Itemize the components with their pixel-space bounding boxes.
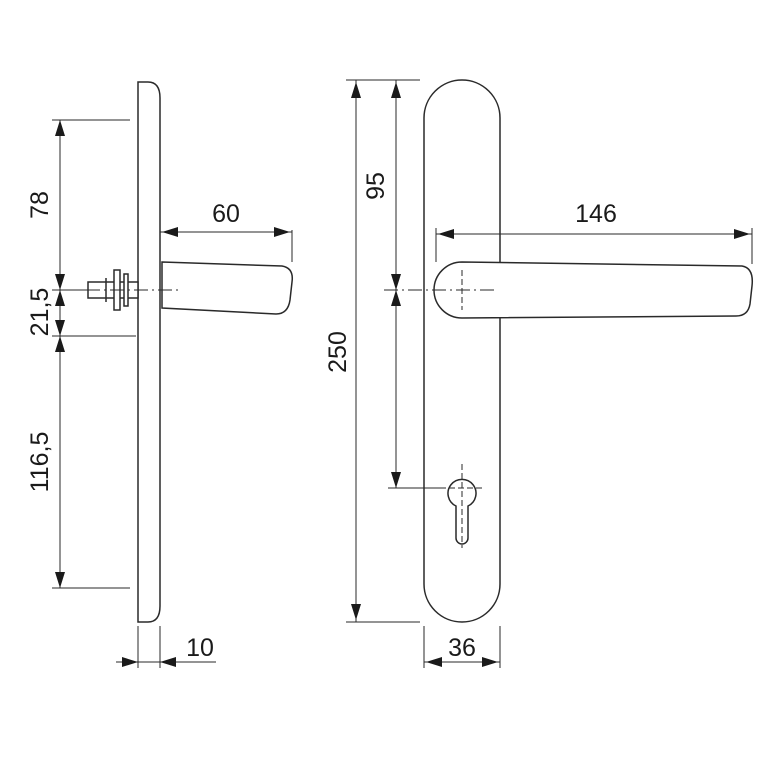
dim-total-height: 250 [324, 331, 352, 373]
dim-side-bottom: 116,5 [26, 432, 54, 493]
dim-handle-to-top: 95 [362, 172, 390, 200]
dim-lever-depth: 60 [212, 200, 240, 228]
dim-plate-thickness: 10 [186, 634, 214, 662]
front-view: 250 95 146 36 [324, 79, 754, 668]
side-backplate [137, 81, 161, 623]
dim-side-mid: 21,5 [26, 288, 54, 337]
dim-plate-width: 36 [448, 634, 476, 662]
dim-side-top: 78 [26, 191, 54, 219]
dim-lever-length: 146 [575, 200, 617, 228]
side-lever [161, 261, 294, 315]
front-lever [433, 261, 754, 319]
front-backplate [423, 79, 501, 623]
side-view: 78 21,5 116,5 60 10 [26, 81, 294, 668]
